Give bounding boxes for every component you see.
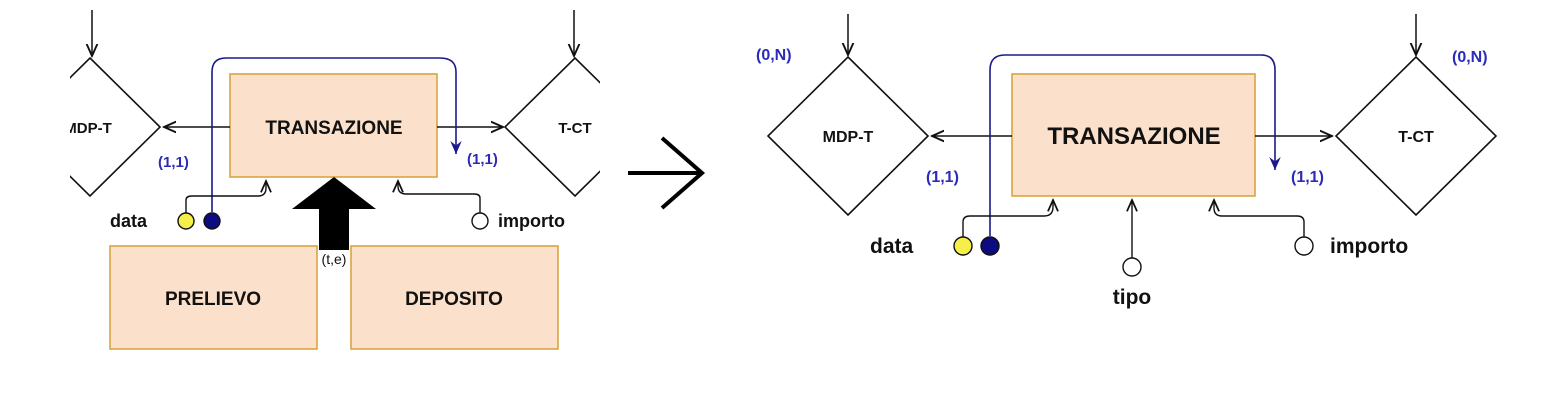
after-attr-data-navy-dot bbox=[980, 236, 1000, 256]
before-attr-data-label: data bbox=[110, 211, 148, 231]
after-card-right-top: (0,N) bbox=[1452, 49, 1488, 66]
before-attr-data-navy-dot bbox=[203, 212, 221, 230]
after-entity-transazione-label: TRANSAZIONE bbox=[1047, 123, 1220, 150]
after-relation-t-ct bbox=[1334, 55, 1498, 217]
before-entity-deposito-label: DEPOSITO bbox=[405, 289, 503, 310]
after-attr-importo-link bbox=[1214, 200, 1305, 238]
before-attr-data-link bbox=[185, 181, 266, 213]
before-entity-prelievo bbox=[109, 245, 318, 350]
before-attr-importo-label: importo bbox=[498, 211, 565, 231]
before-identifier-line bbox=[211, 57, 462, 212]
after-relation-t-ct-label: T-CT bbox=[1398, 129, 1434, 146]
before-relation-mdp-t bbox=[70, 56, 162, 198]
after-attr-tipo-label: tipo bbox=[1113, 286, 1151, 309]
before-attr-data-yellow-dot bbox=[177, 212, 195, 230]
before-entity-deposito bbox=[350, 245, 559, 350]
right-arrow-icon bbox=[628, 136, 706, 210]
before-diagram: MDP-T T-CT TRANSAZIONE (1,1) (1,1) data … bbox=[64, 10, 600, 350]
after-relation-mdp-t-label: MDP-T bbox=[823, 129, 874, 146]
before-attr-importo-dot bbox=[471, 212, 489, 230]
before-card-left: (1,1) bbox=[158, 154, 189, 171]
before-entity-transazione bbox=[229, 73, 438, 178]
after-entity-transazione bbox=[1011, 73, 1256, 197]
before-entity-prelievo-label: PRELIEVO bbox=[165, 289, 261, 310]
after-diagram: MDP-T (0,N) T-CT (0,N) TRANSAZIONE (1,1)… bbox=[756, 14, 1498, 309]
before-entity-transazione-label: TRANSAZIONE bbox=[265, 118, 402, 139]
after-card-left-top: (0,N) bbox=[756, 47, 792, 64]
before-generalization-label: (t,e) bbox=[322, 251, 347, 267]
before-relation-mdp-t-label: MDP-T bbox=[64, 120, 112, 137]
after-identifier-line bbox=[989, 54, 1281, 236]
after-attr-data-link bbox=[962, 200, 1053, 238]
before-relation-t-ct-label: T-CT bbox=[558, 120, 591, 137]
before-relation-t-ct bbox=[503, 56, 600, 198]
after-card-right-rel: (1,1) bbox=[1291, 169, 1324, 186]
after-attr-importo-label: importo bbox=[1330, 235, 1408, 258]
after-attr-tipo-dot bbox=[1122, 257, 1142, 277]
before-generalization-arrow bbox=[292, 177, 376, 250]
after-attr-importo-dot bbox=[1294, 236, 1314, 256]
after-card-left-rel: (1,1) bbox=[926, 169, 959, 186]
before-attr-importo-link bbox=[398, 181, 481, 213]
after-attr-data-label: data bbox=[870, 235, 914, 258]
before-card-right: (1,1) bbox=[467, 151, 498, 168]
after-attr-data-yellow-dot bbox=[953, 236, 973, 256]
after-relation-mdp-t bbox=[766, 55, 930, 217]
